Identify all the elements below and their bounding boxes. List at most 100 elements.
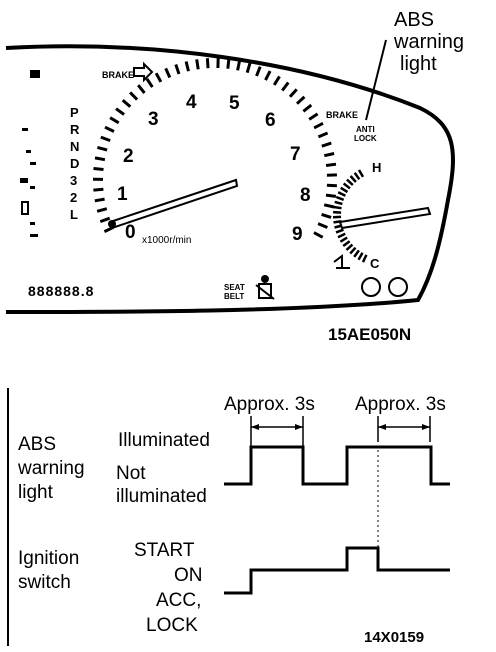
temp-cold-label: C: [370, 256, 380, 271]
abs-state-not-1: Not: [116, 463, 146, 484]
gauge-tick: [174, 64, 181, 75]
gauge-tick: [349, 246, 357, 255]
gear-l: L: [70, 207, 78, 222]
temp-needle: [338, 206, 432, 230]
gauge-tick: [323, 203, 335, 209]
gauge-tick: [337, 191, 346, 197]
gauge-tick: [245, 62, 252, 74]
temperature-gauge: H C: [332, 160, 432, 271]
brake-label-right: BRAKE: [326, 110, 358, 120]
tachometer: 0 1 2 3 4 5 6 7 8 9 x1000r/min: [92, 57, 337, 246]
gauge-tick: [325, 193, 337, 198]
gauge-tick: [317, 131, 329, 139]
gauge-tick: [335, 228, 344, 234]
gauge-tick: [93, 167, 104, 171]
gauge-tick: [255, 66, 262, 77]
gear-n: N: [70, 139, 79, 154]
brake-label-left: BRAKE: [102, 70, 134, 80]
tach-num-6: 6: [265, 110, 276, 131]
gauge-tick: [340, 186, 349, 194]
abs-callout-leader: [365, 39, 387, 121]
tach-needle: [108, 178, 239, 230]
gauge-tick: [335, 195, 345, 201]
tach-ticks: [92, 57, 337, 239]
gauge-tick: [129, 91, 139, 101]
indicator-circle-right: [388, 277, 408, 297]
tach-num-0: 0: [125, 222, 136, 243]
gauge-tick: [137, 84, 146, 94]
tach-num-2: 2: [123, 146, 134, 167]
gauge-tick: [321, 212, 332, 219]
temp-hot-label: H: [372, 160, 381, 175]
tach-hub: [108, 220, 116, 228]
gauge-tick: [272, 75, 281, 86]
cluster-outline: [5, 44, 455, 314]
gauge-tick: [99, 216, 111, 224]
indicator-circle-left: [361, 277, 381, 297]
seatbelt-line-2: BELT: [224, 292, 244, 301]
ign-state-start: START: [134, 540, 195, 561]
tach-num-1: 1: [117, 184, 128, 205]
gauge-tick: [281, 81, 290, 92]
anti-lock-line-2: LOCK: [354, 134, 377, 143]
ign-state-lock: LOCK: [146, 615, 198, 636]
ign-state-on: ON: [174, 565, 203, 586]
abs-signal-label-2: warning: [17, 458, 85, 479]
anti-lock-line-1: ANTI: [356, 125, 375, 134]
gauge-tick: [337, 232, 346, 239]
gauge-tick: [361, 254, 368, 263]
gear-2: 2: [70, 190, 77, 205]
tach-unit: x1000r/min: [142, 235, 191, 246]
instrument-cluster: ABS warning light BRAKE P R N D 3 2 L: [5, 9, 464, 344]
gear-d: D: [70, 156, 79, 171]
ign-signal-label-2: switch: [18, 572, 71, 593]
interval-dimension-2: [377, 416, 431, 442]
gauge-tick: [295, 95, 306, 105]
gauge-tick: [333, 210, 342, 214]
approx-label-1: Approx. 3s: [224, 394, 315, 415]
gauge-tick: [313, 231, 324, 239]
gauge-tick: [164, 67, 172, 79]
abs-state-not-2: illuminated: [116, 486, 207, 507]
gauge-tick: [317, 222, 328, 229]
gauge-tick: [121, 99, 132, 108]
tach-num-7: 7: [290, 144, 301, 165]
gear-3: 3: [70, 173, 77, 188]
tach-num-4: 4: [186, 92, 197, 113]
left-gauge-fragment: [20, 128, 38, 237]
cluster-figure-id: 15AE050N: [328, 325, 411, 344]
gauge-tick: [313, 121, 324, 130]
gear-p: P: [70, 105, 79, 120]
gauge-tick: [205, 58, 210, 69]
gauge-tick: [264, 70, 272, 81]
gauge-tick: [342, 182, 351, 190]
tach-num-8: 8: [300, 185, 311, 206]
temp-ticks: [332, 169, 368, 263]
gauge-tick: [96, 207, 108, 213]
gauge-tick: [115, 107, 125, 116]
abs-waveform: [224, 445, 450, 486]
abs-callout-line-1: ABS: [394, 9, 434, 31]
tach-num-5: 5: [229, 93, 240, 114]
gauge-tick: [288, 88, 298, 98]
abs-callout-line-2: warning: [393, 31, 464, 53]
gauge-tick: [326, 183, 337, 188]
gear-indicator: P R N D 3 2 L: [70, 105, 80, 222]
gauge-tick: [321, 141, 332, 148]
gauge-tick: [145, 77, 154, 88]
ign-state-acc: ACC,: [156, 590, 201, 611]
gauge-tick: [342, 240, 351, 248]
gauge-tick: [154, 72, 163, 83]
gauge-tick: [357, 169, 365, 178]
gauge-tick: [333, 205, 342, 210]
gauge-tick: [195, 59, 200, 70]
gauge-tick: [236, 60, 242, 71]
gauge-tick: [100, 135, 111, 143]
gauge-tick: [357, 252, 364, 261]
gauge-tick: [226, 58, 231, 69]
gauge-tick: [109, 116, 120, 125]
tach-num-3: 3: [148, 109, 159, 130]
gauge-tick: [339, 236, 348, 243]
gauge-tick: [334, 200, 343, 206]
interval-dimension-1: [250, 416, 304, 448]
